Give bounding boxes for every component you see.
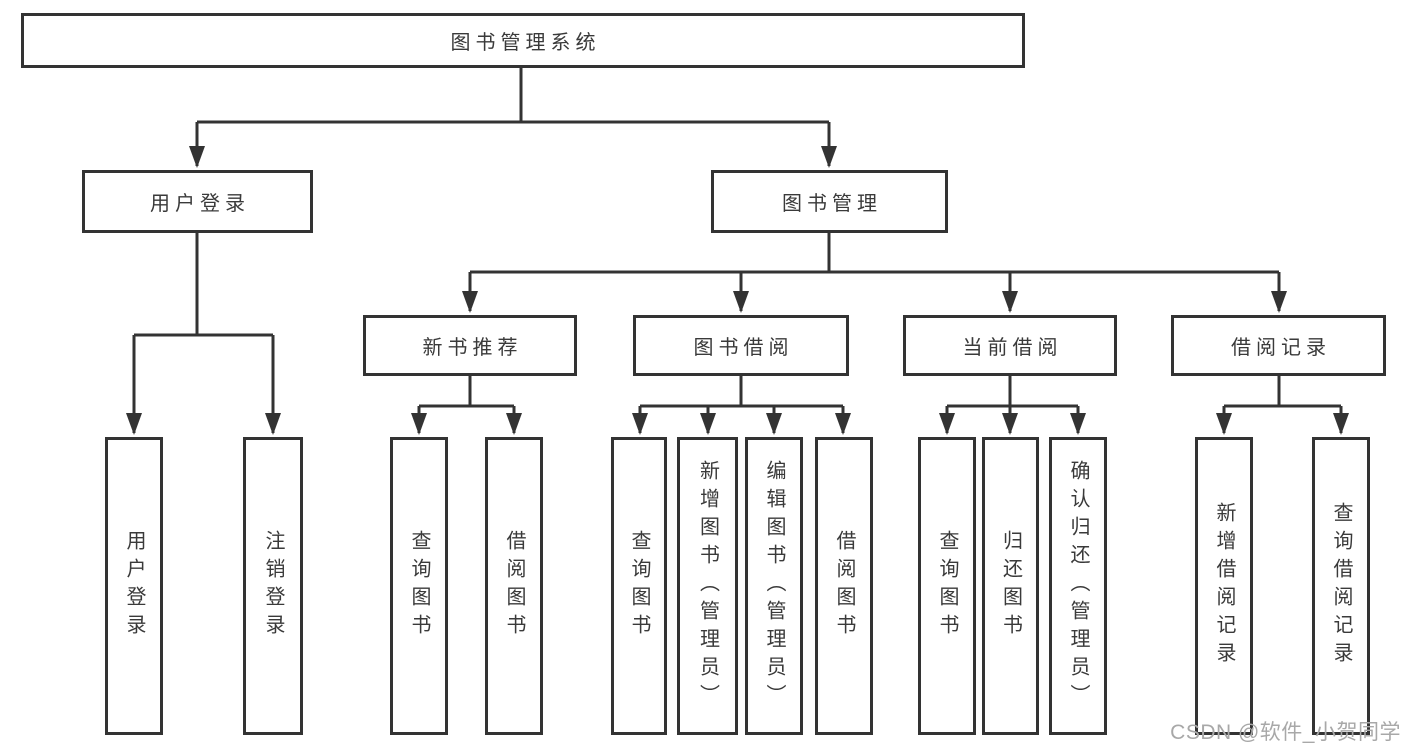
node-label: 图书管理系统 [450,32,601,54]
node-user-login: 用户登录 [82,170,313,233]
node-new-book-recommendation: 新书推荐 [363,315,577,376]
node-current-borrowing: 当前借阅 [903,315,1117,376]
leaf-confirm-return-admin: 确认归还（管理员） [1049,437,1107,735]
leaf-return-book: 归还图书 [982,437,1039,735]
leaf-add-book-admin: 新增图书（管理员） [677,437,738,735]
leaf-edit-book-admin: 编辑图书（管理员） [745,437,803,735]
leaf-user-login: 用户登录 [105,437,163,735]
leaf-add-borrow-record: 新增借阅记录 [1195,437,1253,735]
leaf-query-books-borrowing: 查询图书 [611,437,667,735]
leaf-query-books-current: 查询图书 [918,437,976,735]
node-label: 当前借阅 [962,337,1063,359]
node-label: 图书借阅 [693,337,794,359]
node-library-management-system: 图书管理系统 [21,13,1025,68]
node-label: 新书推荐 [422,337,523,359]
leaf-logout: 注销登录 [243,437,303,735]
node-book-management: 图书管理 [711,170,948,233]
connector-arrows [126,122,1349,435]
node-borrowing-records: 借阅记录 [1171,315,1386,376]
node-label: 借阅记录 [1231,337,1331,359]
leaf-borrow-books: 借阅图书 [815,437,873,735]
node-book-borrowing: 图书借阅 [633,315,849,376]
leaf-query-borrow-record: 查询借阅记录 [1312,437,1370,735]
node-label: 用户登录 [150,193,250,215]
node-label: 图书管理 [782,193,882,215]
leaf-borrow-books-recommend: 借阅图书 [485,437,543,735]
leaf-query-books-recommend: 查询图书 [390,437,448,735]
csdn-watermark: CSDN @软件_小贺同学 [1170,721,1401,744]
